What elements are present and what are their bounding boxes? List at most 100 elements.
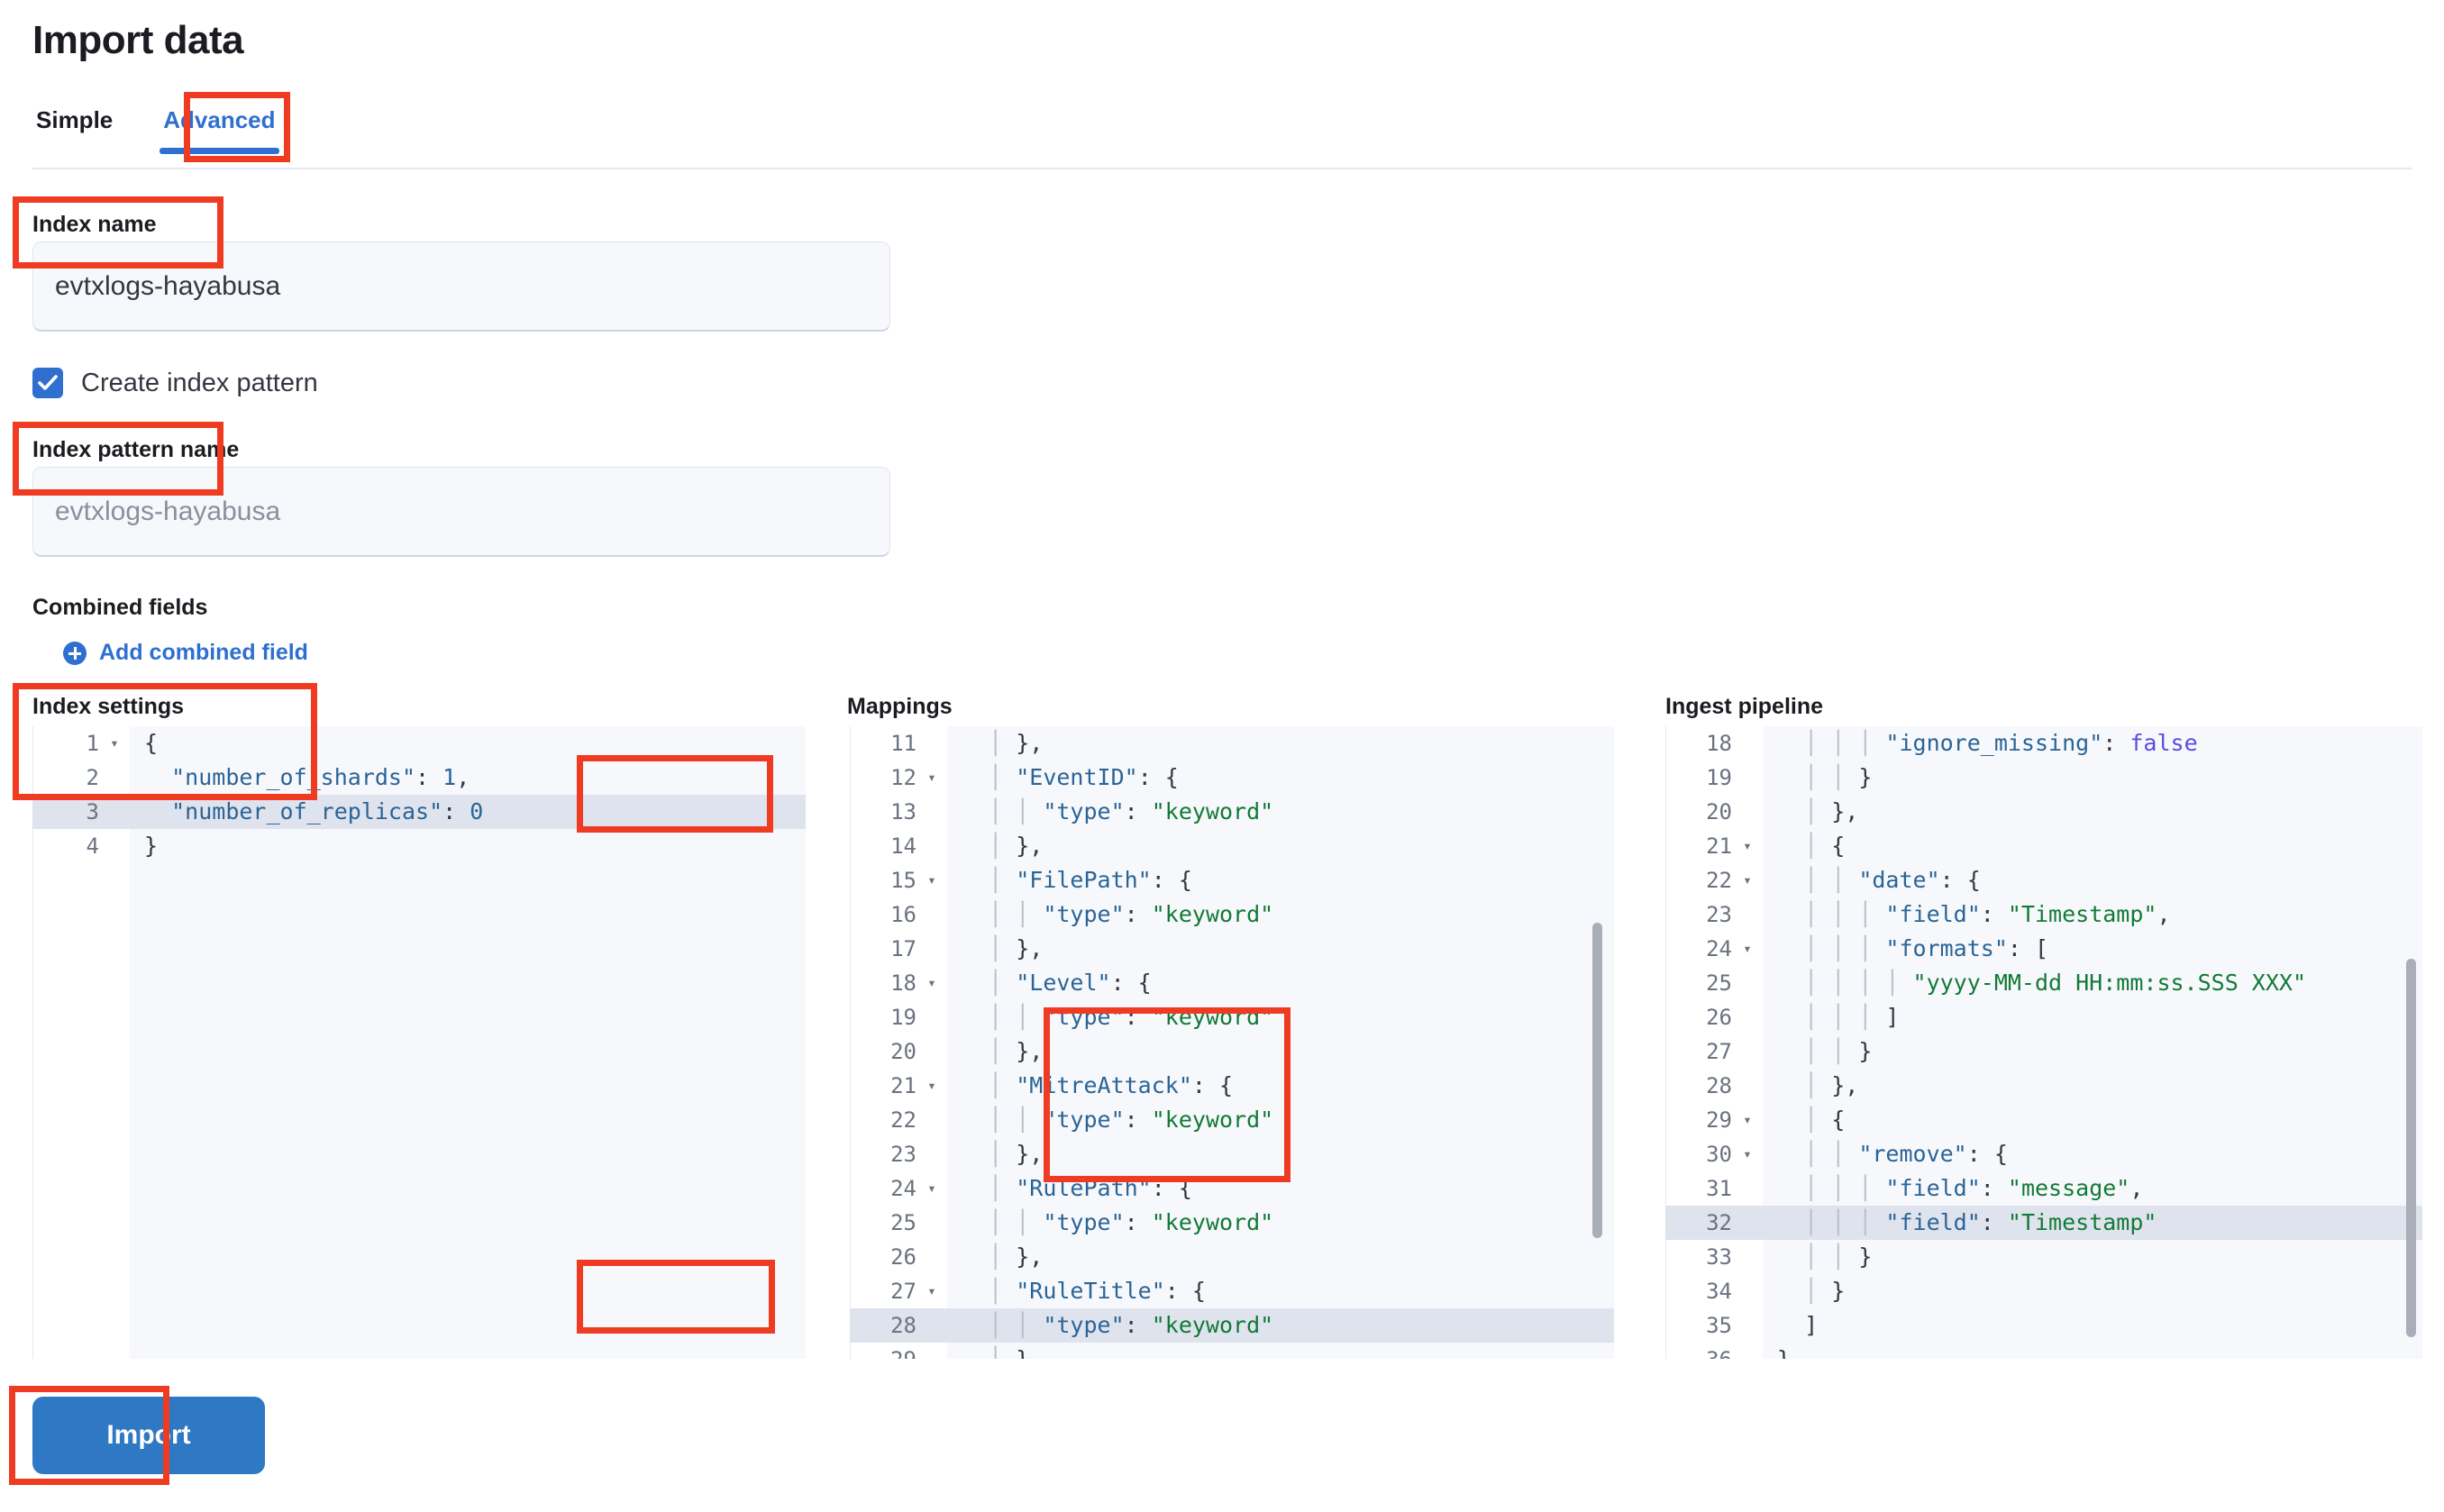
index-name-input[interactable]: evtxlogs-hayabusa [32, 241, 890, 332]
code-line[interactable]: 32 │ │ │ "field": "Timestamp" [1665, 1206, 2422, 1240]
index-pattern-name-input[interactable]: evtxlogs-hayabusa [32, 467, 890, 557]
code-line[interactable]: 22▾ │ │ "date": { [1665, 863, 2422, 897]
code-line[interactable]: 26 │ │ │ ] [1665, 1000, 2422, 1034]
code-line[interactable]: 20 │ }, [1665, 795, 2422, 829]
code-line[interactable]: 12▾ │ "EventID": { [850, 761, 1614, 795]
code-line[interactable]: 28 │ }, [1665, 1069, 2422, 1103]
fold-arrow-icon[interactable]: ▾ [1743, 837, 1752, 854]
code-text: │ "RuleTitle": { [962, 1278, 1206, 1304]
line-number: 13 [890, 799, 916, 824]
code-line[interactable]: 15▾ │ "FilePath": { [850, 863, 1614, 897]
code-text: │ { [1777, 1107, 1846, 1133]
code-text: │ "EventID": { [962, 764, 1179, 790]
code-line[interactable]: 23 │ │ │ "field": "Timestamp", [1665, 897, 2422, 932]
code-line[interactable]: 29 │ }, [850, 1343, 1614, 1359]
code-line[interactable]: 27▾ │ "RuleTitle": { [850, 1274, 1614, 1308]
line-number: 18 [1706, 731, 1732, 756]
code-line[interactable]: 14 │ }, [850, 829, 1614, 863]
code-line[interactable]: 19 │ │ "type": "keyword" [850, 1000, 1614, 1034]
code-text: │ │ "type": "keyword" [962, 1004, 1274, 1030]
code-text: │ │ │ "formats": [ [1777, 935, 2049, 961]
code-line[interactable]: 27 │ │ } [1665, 1034, 2422, 1069]
code-line[interactable]: 21▾ │ { [1665, 829, 2422, 863]
mappings-heading: Mappings [847, 694, 953, 719]
code-line[interactable]: 34 │ } [1665, 1274, 2422, 1308]
code-line[interactable]: 31 │ │ │ "field": "message", [1665, 1171, 2422, 1206]
code-line[interactable]: 25 │ │ │ │ "yyyy-MM-dd HH:mm:ss.SSS XXX" [1665, 966, 2422, 1000]
editor-gutter [850, 726, 947, 1359]
code-line[interactable]: 24▾ │ "RulePath": { [850, 1171, 1614, 1206]
code-line[interactable]: 13 │ │ "type": "keyword" [850, 795, 1614, 829]
line-number: 26 [890, 1244, 916, 1270]
line-number: 11 [890, 731, 916, 756]
line-number: 30 [1706, 1142, 1732, 1167]
fold-arrow-icon[interactable]: ▾ [927, 1180, 936, 1197]
line-number: 4 [86, 833, 99, 859]
code-text: │ │ │ "field": "Timestamp" [1777, 1209, 2157, 1235]
code-line[interactable]: 20 │ }, [850, 1034, 1614, 1069]
code-line[interactable]: 22 │ │ "type": "keyword" [850, 1103, 1614, 1137]
import-button[interactable]: Import [32, 1397, 265, 1474]
code-line[interactable]: 3 "number_of_replicas": 0 [32, 795, 806, 829]
code-line[interactable]: 30▾ │ │ "remove": { [1665, 1137, 2422, 1171]
create-index-pattern-checkbox[interactable] [32, 368, 63, 398]
code-line[interactable]: 36} [1665, 1343, 2422, 1359]
fold-arrow-icon[interactable]: ▾ [927, 769, 936, 786]
fold-arrow-icon[interactable]: ▾ [1743, 1111, 1752, 1128]
code-line[interactable]: 23 │ }, [850, 1137, 1614, 1171]
add-combined-field-button[interactable]: Add combined field [50, 640, 308, 666]
editor-vertical-scrollbar[interactable] [1592, 923, 1602, 1238]
line-number: 25 [890, 1210, 916, 1235]
fold-arrow-icon[interactable]: ▾ [927, 871, 936, 888]
editor-left-border [850, 726, 851, 1359]
tab-simple[interactable]: Simple [32, 99, 116, 154]
code-text: } [1777, 1343, 1791, 1359]
fold-arrow-icon[interactable]: ▾ [927, 974, 936, 991]
line-number: 28 [890, 1313, 916, 1338]
code-line[interactable]: 1▾{ [32, 726, 806, 761]
code-line[interactable]: 35 ] [1665, 1308, 2422, 1343]
line-number: 17 [890, 936, 916, 961]
editor-vertical-scrollbar[interactable] [2406, 959, 2416, 1337]
line-number: 29 [850, 1343, 916, 1359]
fold-arrow-icon[interactable]: ▾ [1743, 940, 1752, 957]
fold-arrow-icon[interactable]: ▾ [1743, 871, 1752, 888]
code-line[interactable]: 17 │ }, [850, 932, 1614, 966]
code-line[interactable]: 19 │ │ } [1665, 761, 2422, 795]
tab-advanced[interactable]: Advanced [160, 99, 279, 154]
code-line[interactable]: 24▾ │ │ │ "formats": [ [1665, 932, 2422, 966]
index-settings-heading: Index settings [32, 694, 185, 719]
code-line[interactable]: 4} [32, 829, 806, 863]
fold-arrow-icon[interactable]: ▾ [927, 1282, 936, 1299]
index-name-label: Index name [32, 212, 157, 237]
fold-arrow-icon[interactable]: ▾ [927, 1077, 936, 1094]
code-line[interactable]: 2 "number_of_shards": 1, [32, 761, 806, 795]
code-line[interactable]: 28 │ │ "type": "keyword" [850, 1308, 1614, 1343]
code-text: │ }, [962, 1141, 1044, 1167]
line-number: 23 [1706, 902, 1732, 927]
code-line[interactable]: 21▾ │ "MitreAttack": { [850, 1069, 1614, 1103]
line-number: 36 [1665, 1343, 1732, 1359]
code-text: │ "FilePath": { [962, 867, 1192, 893]
code-line[interactable]: 11 │ }, [850, 726, 1614, 761]
fold-arrow-icon[interactable]: ▾ [110, 734, 119, 751]
code-line[interactable]: 25 │ │ "type": "keyword" [850, 1206, 1614, 1240]
line-number: 21 [1706, 833, 1732, 859]
code-line[interactable]: 18 │ │ │ "ignore_missing": false [1665, 726, 2422, 761]
create-index-pattern-row[interactable]: Create index pattern [32, 368, 318, 398]
code-text: │ │ │ "field": "Timestamp", [1777, 901, 2171, 927]
line-number: 25 [1706, 970, 1732, 996]
line-number: 27 [1706, 1039, 1732, 1064]
code-text: │ }, [962, 1038, 1044, 1064]
code-line[interactable]: 26 │ }, [850, 1240, 1614, 1274]
index-settings-editor[interactable]: 1▾{2 "number_of_shards": 1,3 "number_of_… [32, 726, 806, 1359]
code-line[interactable]: 16 │ │ "type": "keyword" [850, 897, 1614, 932]
fold-arrow-icon[interactable]: ▾ [1743, 1145, 1752, 1162]
code-line[interactable]: 18▾ │ "Level": { [850, 966, 1614, 1000]
code-line[interactable]: 33 │ │ } [1665, 1240, 2422, 1274]
line-number: 22 [890, 1107, 916, 1133]
create-index-pattern-label: Create index pattern [81, 368, 318, 397]
mappings-editor[interactable]: 11 │ },12▾ │ "EventID": {13 │ │ "type": … [850, 726, 1614, 1359]
code-line[interactable]: 29▾ │ { [1665, 1103, 2422, 1137]
